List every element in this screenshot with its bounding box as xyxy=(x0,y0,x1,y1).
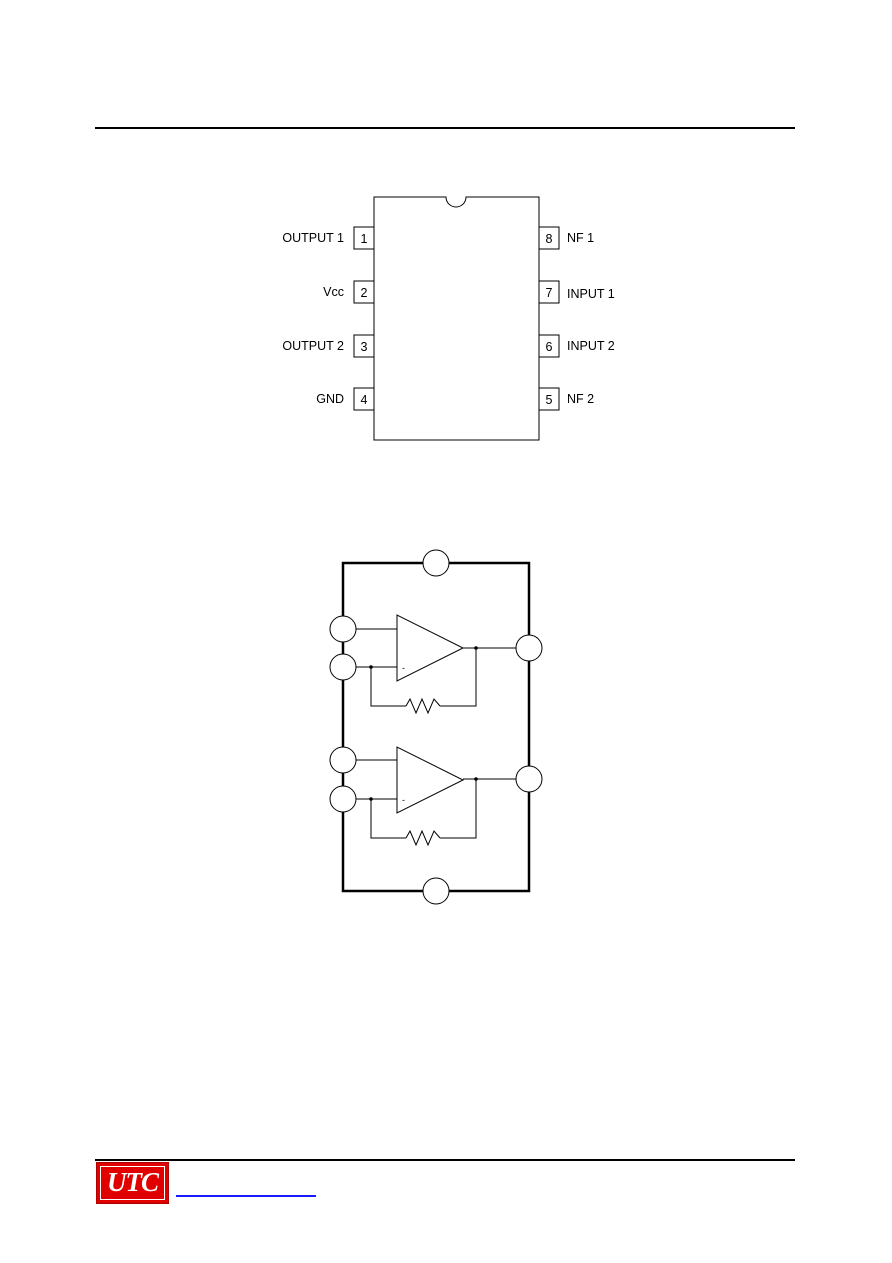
pin-box-3 xyxy=(353,334,375,358)
amp1-minus-junction xyxy=(369,665,373,669)
logo-text: UTC xyxy=(107,1167,159,1197)
amplifier-1-triangle xyxy=(396,614,465,682)
pin-number-4: 4 xyxy=(361,393,368,407)
amp2-minus-sign: - xyxy=(402,795,405,805)
pin-box-2 xyxy=(353,280,375,304)
amp1-minus-sign: - xyxy=(402,663,405,673)
pin-numbers: 1 2 3 4 8 7 6 5 xyxy=(361,232,553,407)
terminal-top xyxy=(422,549,450,577)
amp1-feedback-wire xyxy=(370,648,477,707)
block-outline xyxy=(341,561,531,893)
pin-box-7 xyxy=(538,280,560,304)
website-link-underline[interactable] xyxy=(176,1195,316,1197)
pin-label-2: Vcc xyxy=(323,285,344,299)
amplifier-2-triangle xyxy=(396,746,465,814)
pin-label-8: NF 1 xyxy=(567,231,594,245)
terminal-bottom xyxy=(422,877,450,905)
terminal-amp1-input-plus xyxy=(329,615,357,643)
ic-body xyxy=(373,196,540,441)
amp2-feedback-resistor xyxy=(405,829,441,847)
header-rule xyxy=(95,127,795,129)
terminal-amp2-input-minus xyxy=(329,785,357,813)
utc-logo: UTC xyxy=(96,1162,169,1204)
pin-number-5: 5 xyxy=(546,393,553,407)
footer-rule xyxy=(95,1159,795,1161)
amp2-feedback-wire xyxy=(370,779,477,839)
terminal-amp2-input-plus xyxy=(329,746,357,774)
pin-label-3: OUTPUT 2 xyxy=(282,339,344,353)
pin-number-7: 7 xyxy=(546,286,553,300)
pin-label-4: GND xyxy=(316,392,344,406)
amp1-output-junction xyxy=(474,646,478,650)
pin-label-6: INPUT 2 xyxy=(567,339,615,353)
pin-number-6: 6 xyxy=(546,340,553,354)
logo-inner-border xyxy=(100,1166,165,1200)
amp1-feedback-resistor xyxy=(405,697,441,715)
pin-box-5 xyxy=(538,387,560,411)
pin-label-1: OUTPUT 1 xyxy=(282,231,344,245)
pin-labels: OUTPUT 1 Vcc OUTPUT 2 GND NF 1 INPUT 1 I… xyxy=(282,231,614,406)
pin-box-1 xyxy=(353,226,375,250)
pin-label-5: NF 2 xyxy=(567,392,594,406)
pin-box-6 xyxy=(538,334,560,358)
amp2-minus-junction xyxy=(369,797,373,801)
terminal-amp1-input-minus xyxy=(329,653,357,681)
pin-configuration-diagram xyxy=(353,196,560,441)
pin-label-7: INPUT 1 xyxy=(567,287,615,301)
terminal-amp1-output xyxy=(515,634,543,662)
pin-box-8 xyxy=(538,226,560,250)
pin-number-3: 3 xyxy=(361,340,368,354)
pin-box-4 xyxy=(353,387,375,411)
amp2-output-junction xyxy=(474,777,478,781)
pin-number-8: 8 xyxy=(546,232,553,246)
terminal-amp2-output xyxy=(515,765,543,793)
pin-number-1: 1 xyxy=(361,232,368,246)
pin-number-2: 2 xyxy=(361,286,368,300)
block-diagram xyxy=(329,549,543,905)
